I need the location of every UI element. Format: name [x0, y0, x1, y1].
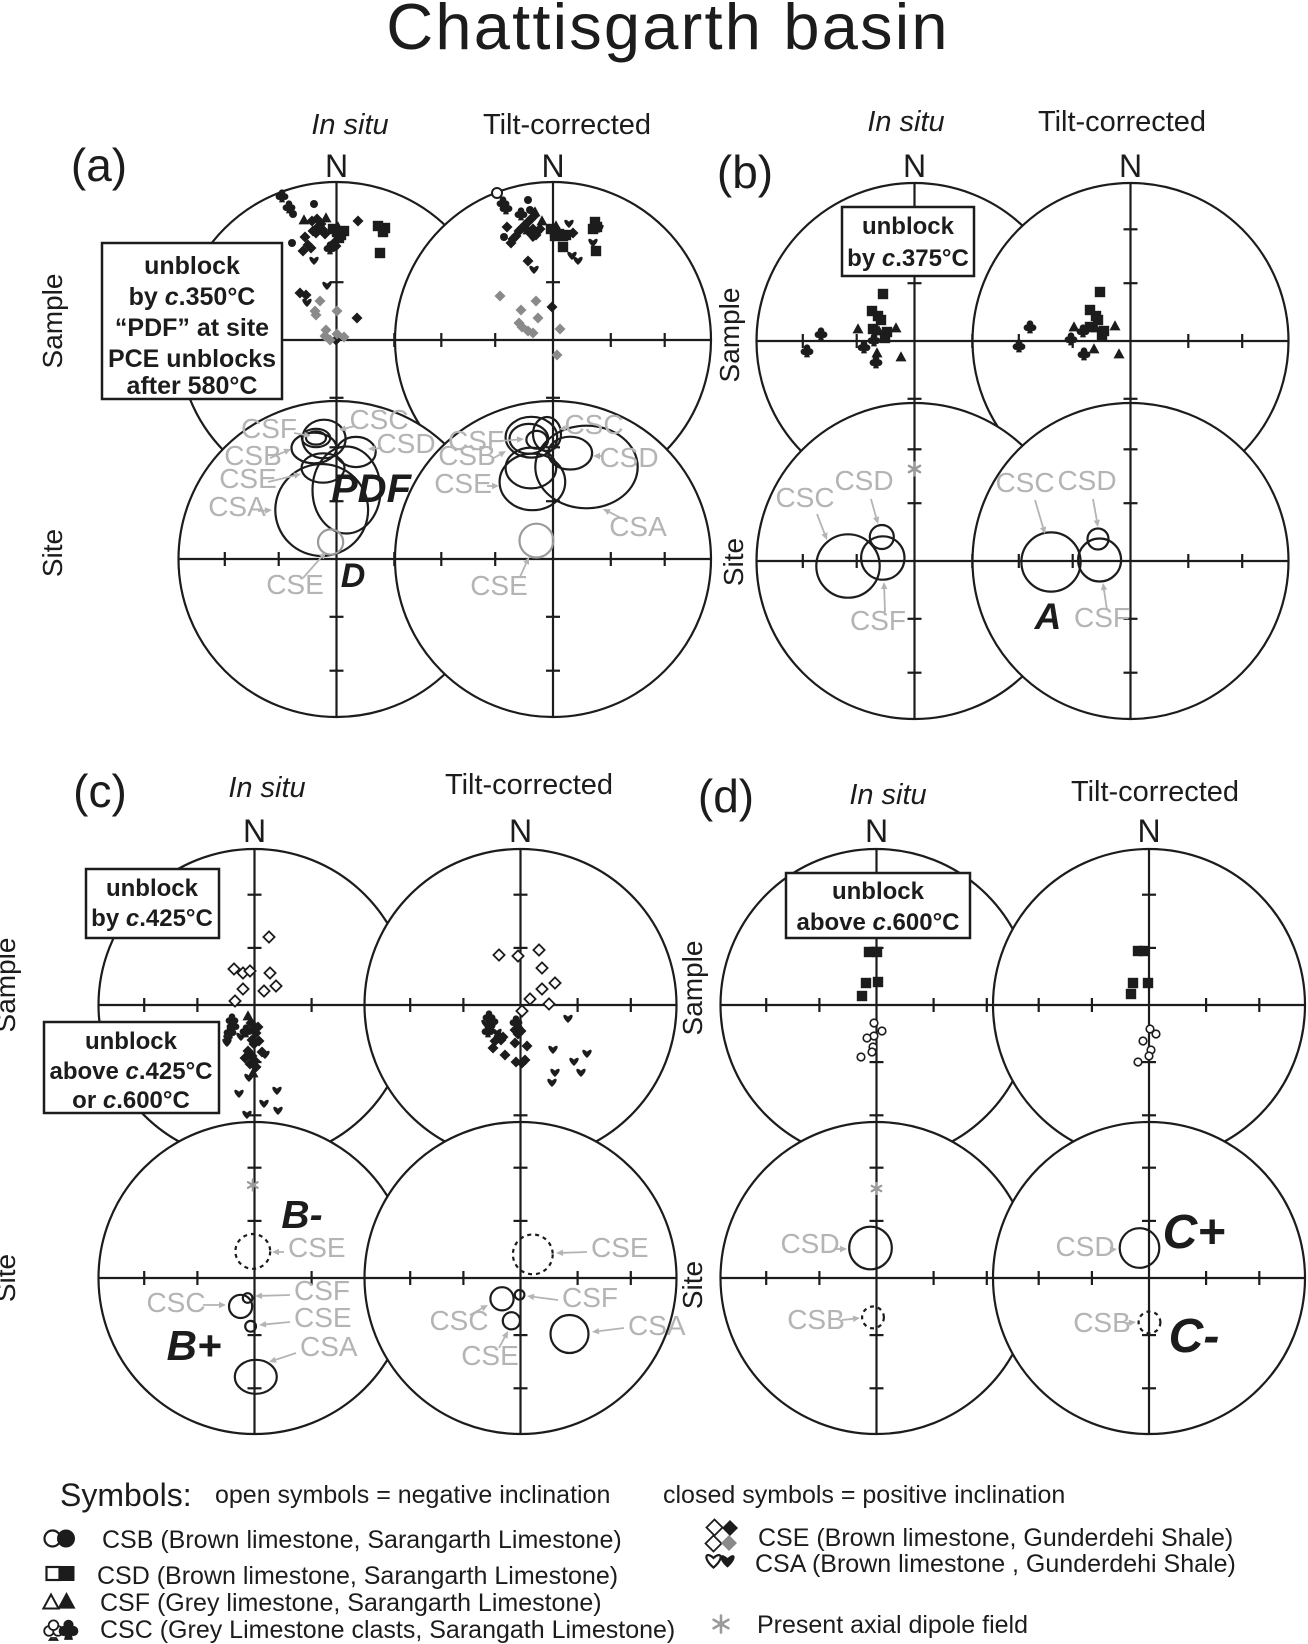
svg-text:by c.350°C: by c.350°C [129, 283, 256, 311]
svg-text:“PDF” at site: “PDF” at site [115, 314, 269, 342]
svg-text:CSE: CSE [266, 569, 324, 600]
svg-text:Tilt-corrected: Tilt-corrected [1038, 106, 1206, 138]
svg-text:CSC: CSC [775, 482, 834, 513]
svg-text:CSC: CSC [564, 409, 623, 440]
svg-text:CSF: CSF [241, 413, 297, 444]
svg-text:C+: C+ [1163, 1206, 1226, 1259]
svg-text:D: D [341, 557, 366, 595]
svg-text:unblock: unblock [832, 878, 925, 905]
svg-text:CSE: CSE [591, 1232, 649, 1263]
svg-text:CSE: CSE [434, 468, 492, 499]
svg-text:unblock: unblock [106, 875, 199, 902]
svg-text:N: N [865, 813, 888, 849]
svg-text:CSF (Grey limestone, Sarangart: CSF (Grey limestone, Sarangarth Limeston… [100, 1589, 602, 1617]
svg-text:N: N [541, 148, 564, 184]
svg-text:CSB: CSB [438, 440, 496, 471]
svg-text:CSB: CSB [787, 1304, 845, 1335]
svg-text:B+: B+ [167, 1322, 222, 1369]
svg-text:(c): (c) [73, 765, 127, 817]
svg-text:(a): (a) [71, 139, 127, 191]
svg-text:CSB (Brown limestone, Sarangar: CSB (Brown limestone, Sarangarth Limesto… [102, 1526, 622, 1554]
svg-text:CSE: CSE [461, 1340, 519, 1371]
svg-text:CSD: CSD [780, 1228, 839, 1259]
svg-text:closed symbols = positive incl: closed symbols = positive inclination [663, 1481, 1065, 1509]
svg-text:N: N [1119, 148, 1142, 184]
svg-text:N: N [1137, 813, 1160, 849]
svg-text:CSD: CSD [599, 442, 658, 473]
svg-text:CSD: CSD [1055, 1231, 1114, 1262]
svg-text:PCE unblocks: PCE unblocks [108, 345, 276, 373]
svg-text:CSE: CSE [294, 1302, 352, 1333]
svg-text:or c.600°C: or c.600°C [72, 1087, 190, 1114]
svg-text:CSA (Brown limestone , Gunderd: CSA (Brown limestone , Gunderdehi Shale) [755, 1550, 1236, 1578]
svg-text:N: N [243, 813, 266, 849]
svg-text:C-: C- [1169, 1310, 1220, 1363]
svg-text:open symbols = negative inclin: open symbols = negative inclination [215, 1481, 610, 1509]
svg-text:B-: B- [281, 1194, 322, 1237]
svg-text:CSD: CSD [834, 465, 893, 496]
svg-text:Tilt-corrected: Tilt-corrected [483, 109, 651, 141]
svg-text:CSE: CSE [219, 463, 277, 494]
svg-text:Site: Site [718, 538, 749, 586]
svg-text:CSE: CSE [288, 1232, 346, 1263]
svg-text:N: N [509, 813, 532, 849]
svg-text:CSE (Brown limestone, Gunderd: CSE (Brown limestone, Gunderdehi Shale) [758, 1524, 1233, 1552]
svg-text:CSA: CSA [300, 1331, 358, 1362]
svg-text:after 580°C: after 580°C [127, 372, 258, 400]
svg-text:Sample: Sample [677, 941, 708, 1036]
svg-text:In situ: In situ [311, 109, 388, 141]
svg-text:Site: Site [0, 1254, 21, 1302]
svg-text:CSF: CSF [850, 605, 906, 636]
svg-text:CSF: CSF [1074, 602, 1130, 633]
svg-text:CSD: CSD [1057, 465, 1116, 496]
svg-text:CSC: CSC [995, 467, 1054, 498]
svg-text:CSE: CSE [470, 570, 528, 601]
svg-text:unblock: unblock [85, 1028, 178, 1055]
svg-text:N: N [903, 148, 926, 184]
svg-text:CSC: CSC [349, 404, 408, 435]
svg-text:Tilt-corrected: Tilt-corrected [445, 769, 613, 801]
svg-text:CSA: CSA [208, 491, 266, 522]
svg-text:Sample: Sample [0, 938, 21, 1033]
svg-text:CSC: CSC [146, 1287, 205, 1318]
svg-text:CSD: CSD [376, 428, 435, 459]
svg-text:Site: Site [677, 1261, 708, 1309]
svg-text:Symbols:: Symbols: [60, 1477, 192, 1513]
svg-text:N: N [325, 148, 348, 184]
svg-text:PDF: PDF [331, 467, 413, 511]
svg-text:CSB: CSB [1073, 1307, 1131, 1338]
svg-text:In situ: In situ [867, 106, 944, 138]
svg-text:CSA: CSA [628, 1310, 686, 1341]
svg-text:CSF: CSF [562, 1282, 618, 1313]
svg-text:Tilt-corrected: Tilt-corrected [1071, 776, 1239, 808]
svg-text:CSB: CSB [224, 440, 282, 471]
svg-text:(d): (d) [698, 770, 754, 822]
svg-text:Site: Site [37, 529, 68, 577]
svg-text:CSF: CSF [294, 1275, 350, 1306]
svg-text:(b): (b) [717, 146, 773, 198]
svg-text:Sample: Sample [714, 288, 745, 383]
svg-text:In situ: In situ [228, 772, 305, 804]
svg-text:by c.375°C: by c.375°C [847, 245, 969, 272]
svg-text:unblock: unblock [144, 252, 240, 280]
svg-text:Sample: Sample [37, 274, 68, 369]
svg-text:Chattisgarth basin: Chattisgarth basin [386, 0, 950, 63]
svg-text:CSD (Brown limestone, Saranga: CSD (Brown limestone, Sarangarth Limesto… [97, 1562, 618, 1590]
svg-text:In situ: In situ [849, 779, 926, 811]
svg-text:above c.425°C: above c.425°C [49, 1058, 212, 1085]
svg-text:above c.600°C: above c.600°C [796, 909, 959, 936]
svg-text:by c.425°C: by c.425°C [91, 905, 213, 932]
svg-text:CSC (Grey Limestone clasts, Sa: CSC (Grey Limestone clasts, Sarangath Li… [100, 1616, 675, 1644]
svg-text:A: A [1034, 596, 1062, 637]
svg-text:CSF: CSF [448, 425, 504, 456]
svg-text:Present axial dipole field: Present axial dipole field [757, 1611, 1028, 1639]
svg-text:unblock: unblock [862, 213, 955, 240]
